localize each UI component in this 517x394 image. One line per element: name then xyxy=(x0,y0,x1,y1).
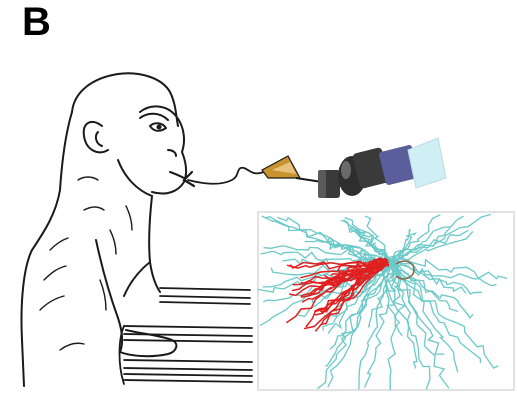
juice-spout xyxy=(262,156,322,182)
book-top-1 xyxy=(160,288,250,290)
monkey-hair-3 xyxy=(40,296,64,310)
inset-frame xyxy=(258,212,514,390)
book-bottom-2 xyxy=(124,368,252,370)
monkey-hair-2 xyxy=(44,266,66,280)
book-stack xyxy=(120,288,253,384)
robotic-arm xyxy=(318,138,446,198)
tube-line xyxy=(188,168,264,184)
monkey-pupil xyxy=(157,125,162,130)
monkey-nose xyxy=(168,150,176,156)
monkey-face xyxy=(140,106,186,193)
book-mid-3 xyxy=(124,340,252,342)
monkey-hair-7 xyxy=(126,206,132,230)
monkey-arm xyxy=(96,240,122,352)
robot-base-shade xyxy=(318,170,326,198)
trajectory-plot xyxy=(258,212,514,390)
monkey-mouth xyxy=(170,172,184,178)
book-bottom-1 xyxy=(124,360,252,362)
book-top-2 xyxy=(160,296,250,298)
monkey-drawing xyxy=(21,73,186,386)
monkey-brow xyxy=(140,114,168,120)
book-mid-2 xyxy=(124,334,252,336)
monkey-hair-9 xyxy=(60,343,84,350)
monkey-hair-8 xyxy=(100,280,106,310)
monkey-hair-5 xyxy=(78,177,98,180)
book-spine xyxy=(120,326,125,384)
monkey-hair-4 xyxy=(84,207,104,210)
book-bottom-4 xyxy=(124,380,252,382)
monkey-cheek xyxy=(118,160,152,196)
book-top-3 xyxy=(160,302,250,304)
monkey-chest xyxy=(149,196,160,292)
monkey-hair-6 xyxy=(110,230,116,254)
monkey-hair-1 xyxy=(50,238,68,250)
juice-tube xyxy=(184,168,264,186)
robot-glass xyxy=(408,138,446,188)
monkey-ear-inner xyxy=(96,132,102,146)
monkey-head-outline xyxy=(72,73,178,126)
book-mid-1 xyxy=(124,326,252,328)
monkey-back xyxy=(21,112,72,386)
robot-joint-highlight xyxy=(341,161,351,179)
monkey-arm-front xyxy=(124,262,150,296)
book-bottom-3 xyxy=(124,374,252,376)
